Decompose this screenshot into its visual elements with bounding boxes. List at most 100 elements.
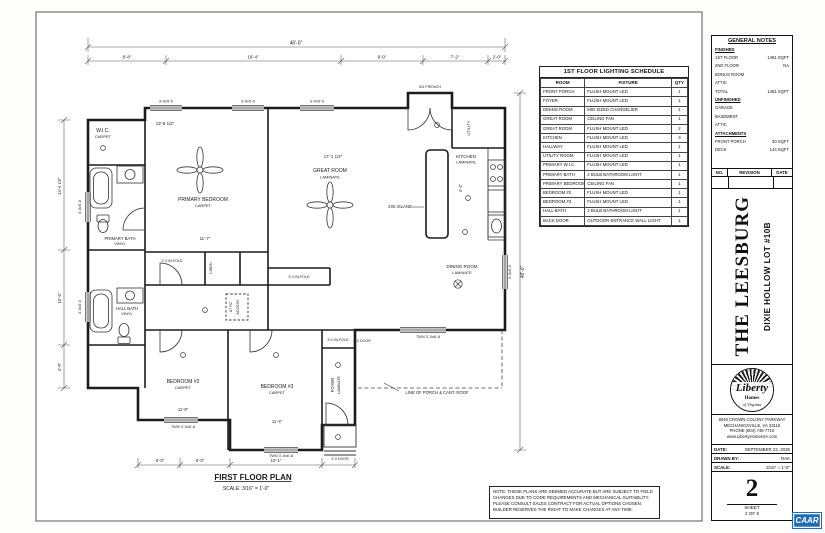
sheet-of-count: 2 OF 5 [744, 510, 760, 516]
general-notes-line: BASEMENT [715, 113, 739, 119]
drawn-by-value: RAK [780, 455, 790, 461]
plan-annotation: 5'-0 BI-FOLD [288, 275, 309, 279]
plan-annotation: 3'-0x5'-0 [508, 265, 512, 279]
plan-annotation: 11'-7" [200, 236, 211, 241]
plan-annotation: ATTIC [229, 301, 233, 312]
revision-table: NO. REVISION DATE [712, 169, 792, 189]
address-line: www.LibertyHomesVA.com [726, 434, 778, 440]
plan-annotation: 4'-4" [458, 183, 463, 192]
lighting-schedule-title: 1ST FLOOR LIGHTING SCHEDULE [540, 67, 688, 78]
plan-annotation: TWN 3'-0x6'-8 [171, 425, 195, 429]
leader-lines [383, 206, 424, 392]
plan-annotation: LAMINATE [337, 376, 341, 394]
attic-access-hatch [225, 293, 249, 321]
plan-annotation: 3'-0x5'-0 [159, 100, 173, 104]
date-value: SEPTEMBER 22, 2025 [744, 446, 790, 452]
kitchen-appliances [487, 148, 506, 241]
plan-annotation: W.I.C. [96, 128, 110, 134]
ceiling-fan-icons [176, 146, 354, 229]
door-swings [122, 107, 453, 426]
builder-logo-section: Liberty Homes of Virginia [712, 365, 792, 415]
plan-annotation: 19'-4" [247, 55, 259, 60]
logo-name: Liberty [731, 382, 773, 395]
kitchen-island [425, 149, 449, 239]
general-notes-line: ATTIC [715, 122, 727, 128]
plan-annotation: 10'-6" [57, 292, 62, 303]
plan-annotation: CARPET [95, 134, 112, 139]
general-notes-line: FINISHED [715, 46, 735, 52]
plan-annotation: 9'-0" [378, 55, 387, 60]
scale-value: 3/16" = 1'-0" [766, 464, 790, 470]
plan-annotation: HALL BATH [116, 306, 138, 311]
plan-annotation: 7'-2" [451, 55, 460, 60]
plan-annotation: LINEN [209, 262, 213, 273]
lighting-schedule: 1ST FLOOR LIGHTING SCHEDULE ROOM FIXTURE… [539, 66, 689, 227]
scale-label: SCALE: [714, 464, 731, 470]
plan-annotation: 11'-4" [272, 419, 283, 424]
plan-annotation: 3'-0x5'-0 [310, 100, 324, 104]
sheet-word: SHEET [744, 504, 760, 510]
plan-annotation: VINYL [121, 311, 133, 316]
liberty-homes-logo: Liberty Homes of Virginia [730, 368, 774, 412]
plan-annotation: 5/4 FRENCH [419, 85, 441, 89]
plan-annotation: 5'-0 BI-FOLD [327, 338, 348, 342]
plan-annotation: FIRST FLOOR PLAN [214, 473, 292, 482]
date-row: DATE: SEPTEMBER 22, 2025 [712, 445, 792, 454]
plan-annotation: BEDROOM #2 [167, 379, 200, 385]
schedule-col-qty: QTY [670, 77, 689, 89]
sheet-number-section: 2 SHEET 2 OF 5 [712, 472, 792, 520]
plans-disclaimer-note: NOTE: THESE PLANS ARE DEEMED ACCURATE BU… [489, 486, 660, 519]
plan-annotation: 6'-0" [156, 458, 165, 463]
revision-col-no: NO. [712, 169, 728, 176]
revision-rows-empty [712, 177, 792, 188]
plan-annotation: 2'-0" [493, 55, 502, 60]
plan-annotation: 3'-0 DOOR [353, 339, 371, 343]
plan-annotation: 4'-9" [57, 362, 62, 371]
general-notes-line: UNFINISHED [715, 97, 741, 103]
drawn-by-row: DRAWN BY: RAK [712, 454, 792, 463]
caar-logo: CAAR [792, 512, 822, 529]
plan-annotation: VINYL [114, 241, 126, 246]
dimension-lines [58, 38, 526, 469]
plan-annotation: 46'-0" [290, 41, 303, 47]
revision-col-revision: REVISION [728, 169, 772, 176]
plumbing-fixtures [89, 165, 144, 344]
plan-annotation: LAMINATE [452, 270, 472, 275]
plan-annotation: PRIMARY BATH [105, 236, 136, 241]
plan-annotation: 2X6 ISLAND [388, 204, 412, 209]
plan-name: THE LEESBURG [732, 196, 753, 357]
sheet-number: 2 [745, 475, 759, 502]
logo-sub1: Homes [744, 396, 760, 401]
drawn-by-label: DRAWN BY: [714, 455, 740, 461]
plan-annotation: PRIMARY BEDROOM [178, 197, 228, 203]
plan-annotation: ACCESS [236, 299, 240, 315]
plan-annotation: 13'-8 1/2" [156, 121, 175, 126]
plan-annotation: 6'-0" [196, 458, 205, 463]
lot-name: DIXIE HOLLOW LOT #10B [763, 222, 772, 331]
plan-annotation: 2'-0 BI-FOLD [161, 259, 182, 263]
plan-annotation: LAMINATE [456, 160, 476, 165]
plan-title-section: THE LEESBURG DIXIE HOLLOW LOT #10B [712, 189, 792, 365]
plan-annotation: 3'-0x5'-0 [78, 200, 82, 214]
plan-annotation: DINING ROOM [447, 264, 478, 269]
plan-annotation: 3'-0 DOOR [331, 457, 349, 461]
plan-annotation: TWN 3'-0x6'-8 [416, 335, 440, 339]
